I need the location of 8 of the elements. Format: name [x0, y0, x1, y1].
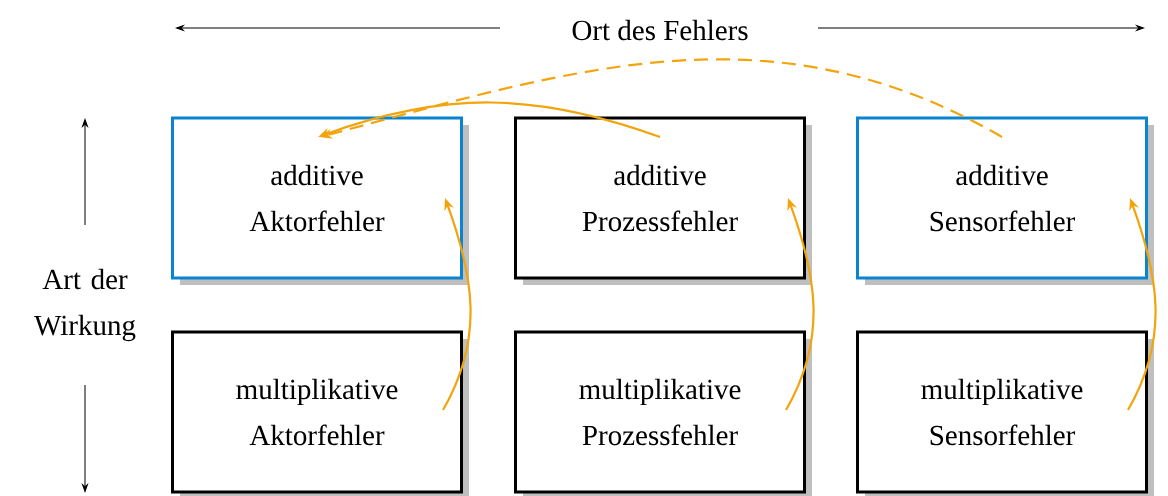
axis-label: Art der Wirkung — [34, 268, 136, 342]
fault-box: multiplikative Aktorfehler — [171, 330, 469, 496]
fault-box: additive Aktorfehler — [171, 116, 469, 285]
fault-box: additive Sensorfehler — [856, 116, 1154, 285]
fault-box: multiplikative Sensorfehler — [856, 330, 1154, 496]
fault-box: multiplikative Prozessfehler — [514, 330, 812, 496]
fault-box: additive Prozessfehler — [514, 116, 812, 285]
axis-label: Ort des Fehlers — [572, 19, 748, 41]
